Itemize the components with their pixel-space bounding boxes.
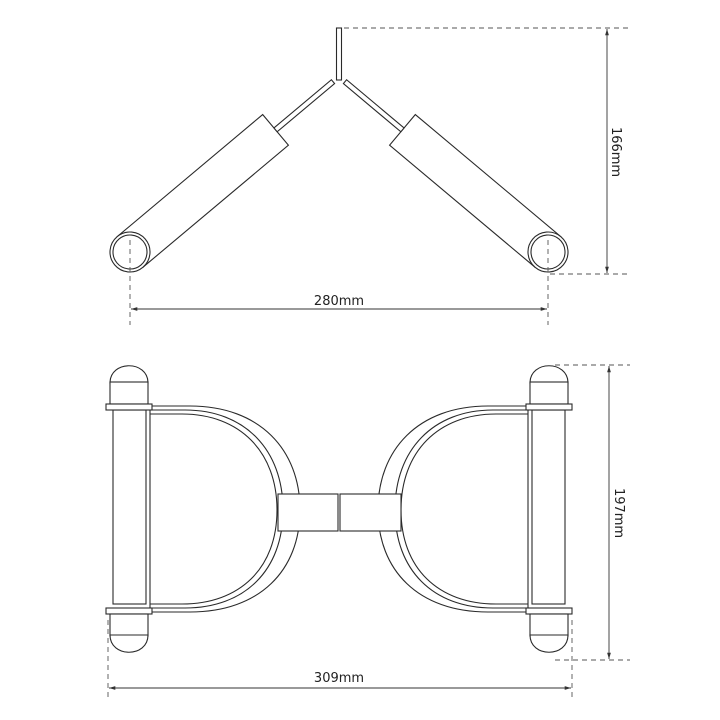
left-tube <box>101 65 347 281</box>
height-dimension-label: 197mm <box>611 488 626 538</box>
top-view: 280mm 166mm <box>101 27 630 325</box>
width-dimension-label: 280mm <box>314 294 364 309</box>
stem <box>335 27 343 81</box>
left-handle <box>105 365 301 653</box>
front-view: 309mm 197mm <box>105 364 630 700</box>
center-connector <box>277 493 402 532</box>
height-dimension-label: 166mm <box>608 127 623 177</box>
right-handle <box>377 365 573 653</box>
width-dimension-label: 309mm <box>314 671 364 686</box>
right-tube <box>331 65 577 281</box>
